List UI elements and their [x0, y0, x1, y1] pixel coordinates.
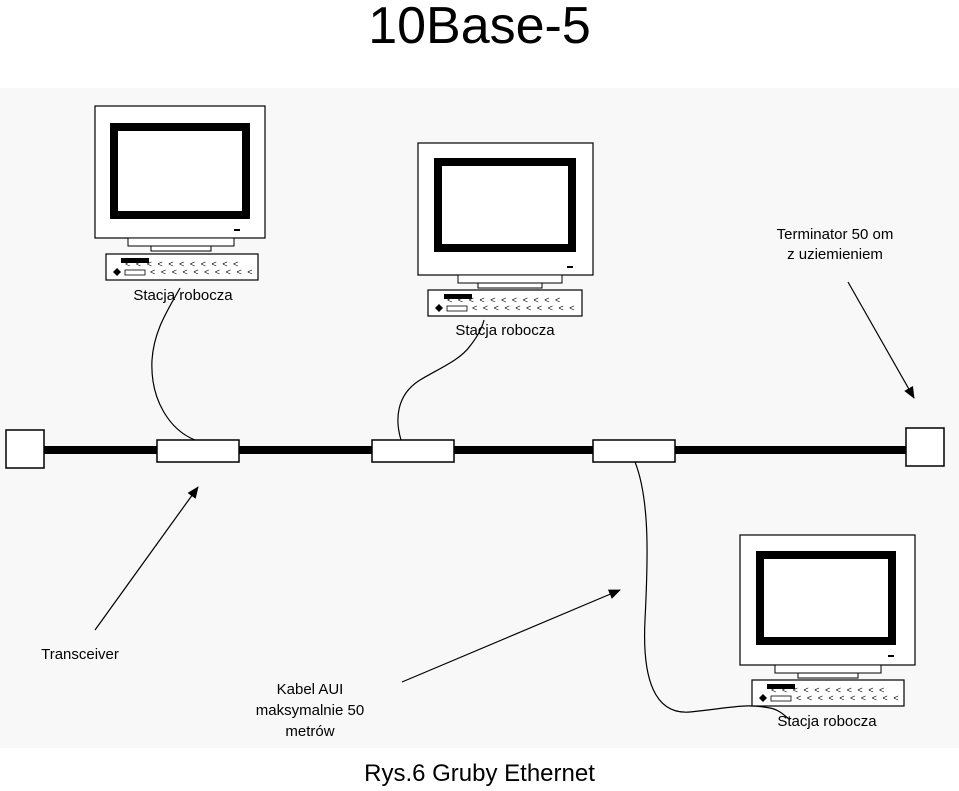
svg-text:< < < < < < < < < <: < < < < < < < < < <: [150, 268, 253, 278]
transceiver-1: [156, 439, 240, 463]
terminator-right: [905, 427, 945, 467]
workstation-3-label: Stacja robocza: [777, 713, 877, 730]
terminator-label-line2: z uziemieniem: [787, 246, 883, 263]
terminator-arrow: [847, 281, 915, 399]
figure-caption: Rys.6 Gruby Ethernet: [364, 760, 595, 787]
terminator-left: [5, 429, 45, 469]
workstation-1: < < < < < < < < < < < < < < < < < < < < …: [94, 105, 266, 281]
workstation-2: < < < < < < < < < < < < < < < < < < < < …: [417, 142, 594, 317]
aui-cable-2: [397, 319, 485, 441]
monitor-stand-3: [774, 664, 882, 674]
aui-cable-3: [634, 461, 791, 721]
monitor-stand-2: [457, 274, 563, 284]
transceiver-2: [371, 439, 455, 463]
aui-cable-1: [151, 287, 196, 441]
svg-text:< < < < < < < < < <: < < < < < < < < < <: [472, 304, 575, 314]
svg-text:< < < < < < < < < < <: < < < < < < < < < < <: [125, 260, 238, 270]
workstation-3: < < < < < < < < < < < < < < < < < < < < …: [739, 534, 916, 707]
screen-3: [756, 551, 896, 645]
aui-label-line1: Kabel AUI: [276, 681, 344, 698]
transceiver-3: [592, 439, 676, 463]
workstation-1-label: Stacja robocza: [133, 287, 233, 304]
transceiver-label: Transceiver: [41, 646, 119, 663]
aui-cable-arrow: [401, 589, 621, 683]
svg-text:< < < < < < < < < < <: < < < < < < < < < < <: [447, 296, 560, 306]
svg-text:< < < < < < < < < < <: < < < < < < < < < < <: [771, 686, 884, 696]
transceiver-arrow: [94, 486, 199, 631]
aui-label-line3: metrów: [285, 723, 335, 740]
workstation-2-label: Stacja robocza: [455, 322, 555, 339]
monitor-stand-1: [127, 237, 235, 247]
svg-text:< < < < < < < < < <: < < < < < < < < < <: [796, 694, 899, 704]
terminator-label-line1: Terminator 50 om: [776, 226, 894, 243]
screen-1: [110, 123, 250, 219]
screen-2: [434, 158, 576, 252]
aui-label-line2: maksymalnie 50: [255, 702, 365, 719]
page-title: 10Base-5: [368, 0, 591, 55]
